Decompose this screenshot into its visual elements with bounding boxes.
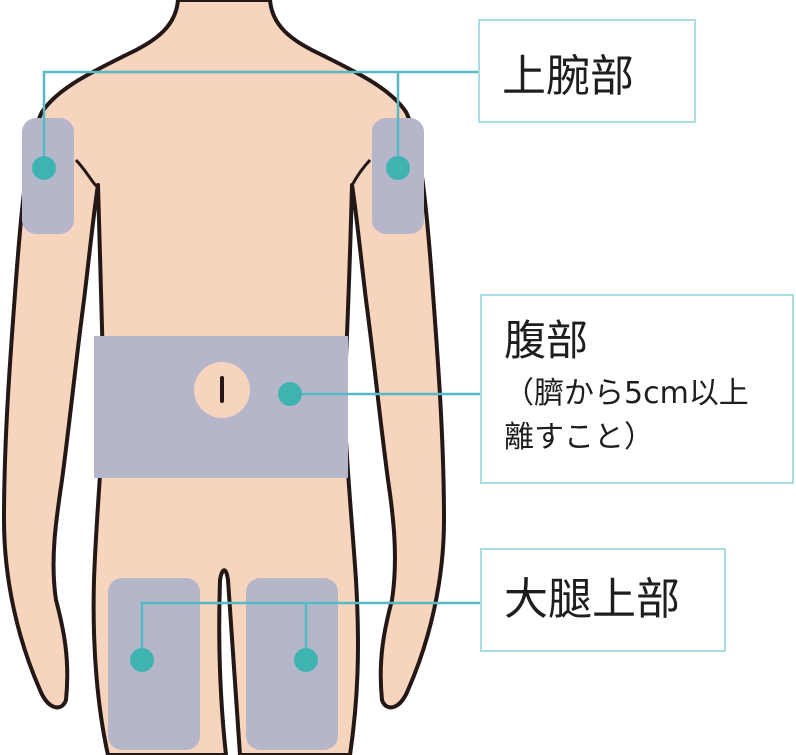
marker-upper-arm-left: [32, 156, 56, 180]
leader-line-upper-arm: [42, 70, 478, 168]
label-upper-arm: 上腕部: [502, 51, 634, 102]
marker-thigh-left: [130, 648, 154, 672]
left-arm-inner-line: [74, 158, 100, 188]
label-abdomen-note-line1: （臍から5cm以上: [504, 376, 749, 412]
label-box-abdomen: 腹部 （臍から5cm以上 離すこと）: [480, 294, 794, 484]
marker-abdomen: [278, 382, 302, 406]
marker-upper-arm-right: [386, 156, 410, 180]
label-thigh: 大腿上部: [504, 574, 680, 625]
marker-thigh-right: [294, 648, 318, 672]
zone-thigh-left: [108, 578, 200, 750]
zone-thigh-right: [246, 578, 338, 750]
label-abdomen: 腹部: [504, 316, 589, 365]
right-arm-inner-line: [350, 158, 372, 188]
label-abdomen-note-line2: 離すこと）: [504, 419, 654, 455]
label-box-thigh: 大腿上部: [480, 548, 726, 652]
leader-line-thigh: [140, 601, 480, 660]
label-box-upper-arm: 上腕部: [478, 19, 696, 123]
